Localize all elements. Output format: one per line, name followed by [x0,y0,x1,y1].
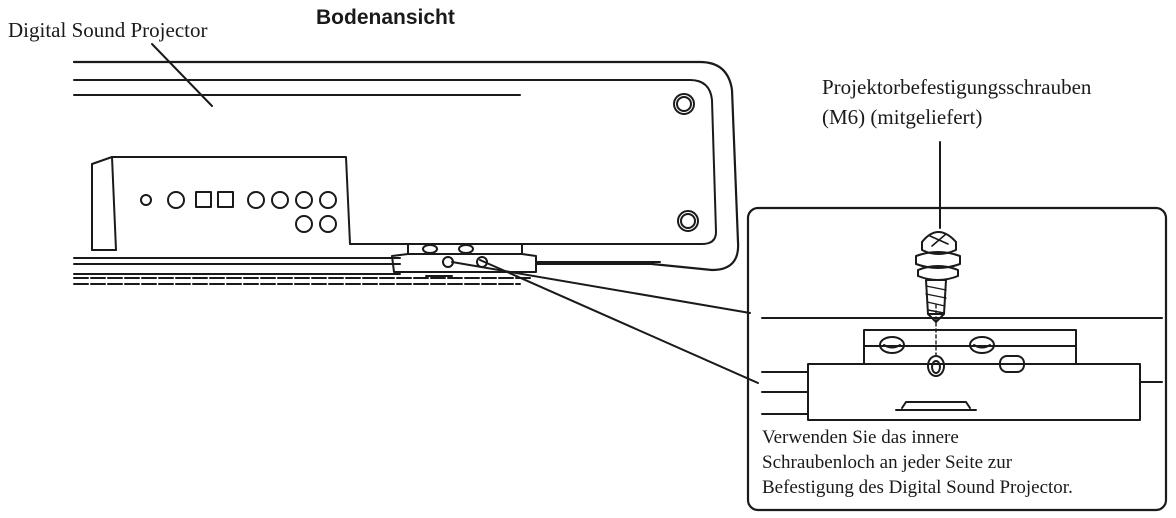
body-screw-hole-lower [677,210,699,232]
connector-panel [91,156,351,251]
projector-body [72,60,740,285]
product-label: Digital Sound Projector [8,18,208,42]
mounting-bracket [391,243,537,277]
callout-note-line1: Verwenden Sie das innere [762,427,959,448]
page-title: Bodenansicht [316,6,455,29]
screw-icon [915,231,961,356]
screw-label-line1: Projektorbefestigungsschrauben [822,75,1092,99]
product-leader-line [151,43,213,107]
screw-label-line2: (M6) (mitgeliefert) [822,105,983,129]
callout-frame [746,206,1168,512]
callout-note: Verwenden Sie das innere Schraubenloch a… [762,425,1073,500]
zoom-line-lower [479,259,759,384]
callout-note-line3: Befestigung des Digital Sound Projector. [762,477,1073,498]
screw-label: Projektorbefestigungsschrauben (M6) (mit… [822,72,1091,132]
callout-detail [761,317,1163,421]
body-screw-hole-upper [673,93,695,115]
callout-note-line2: Schraubenloch an jeder Seite zur [762,452,1013,473]
